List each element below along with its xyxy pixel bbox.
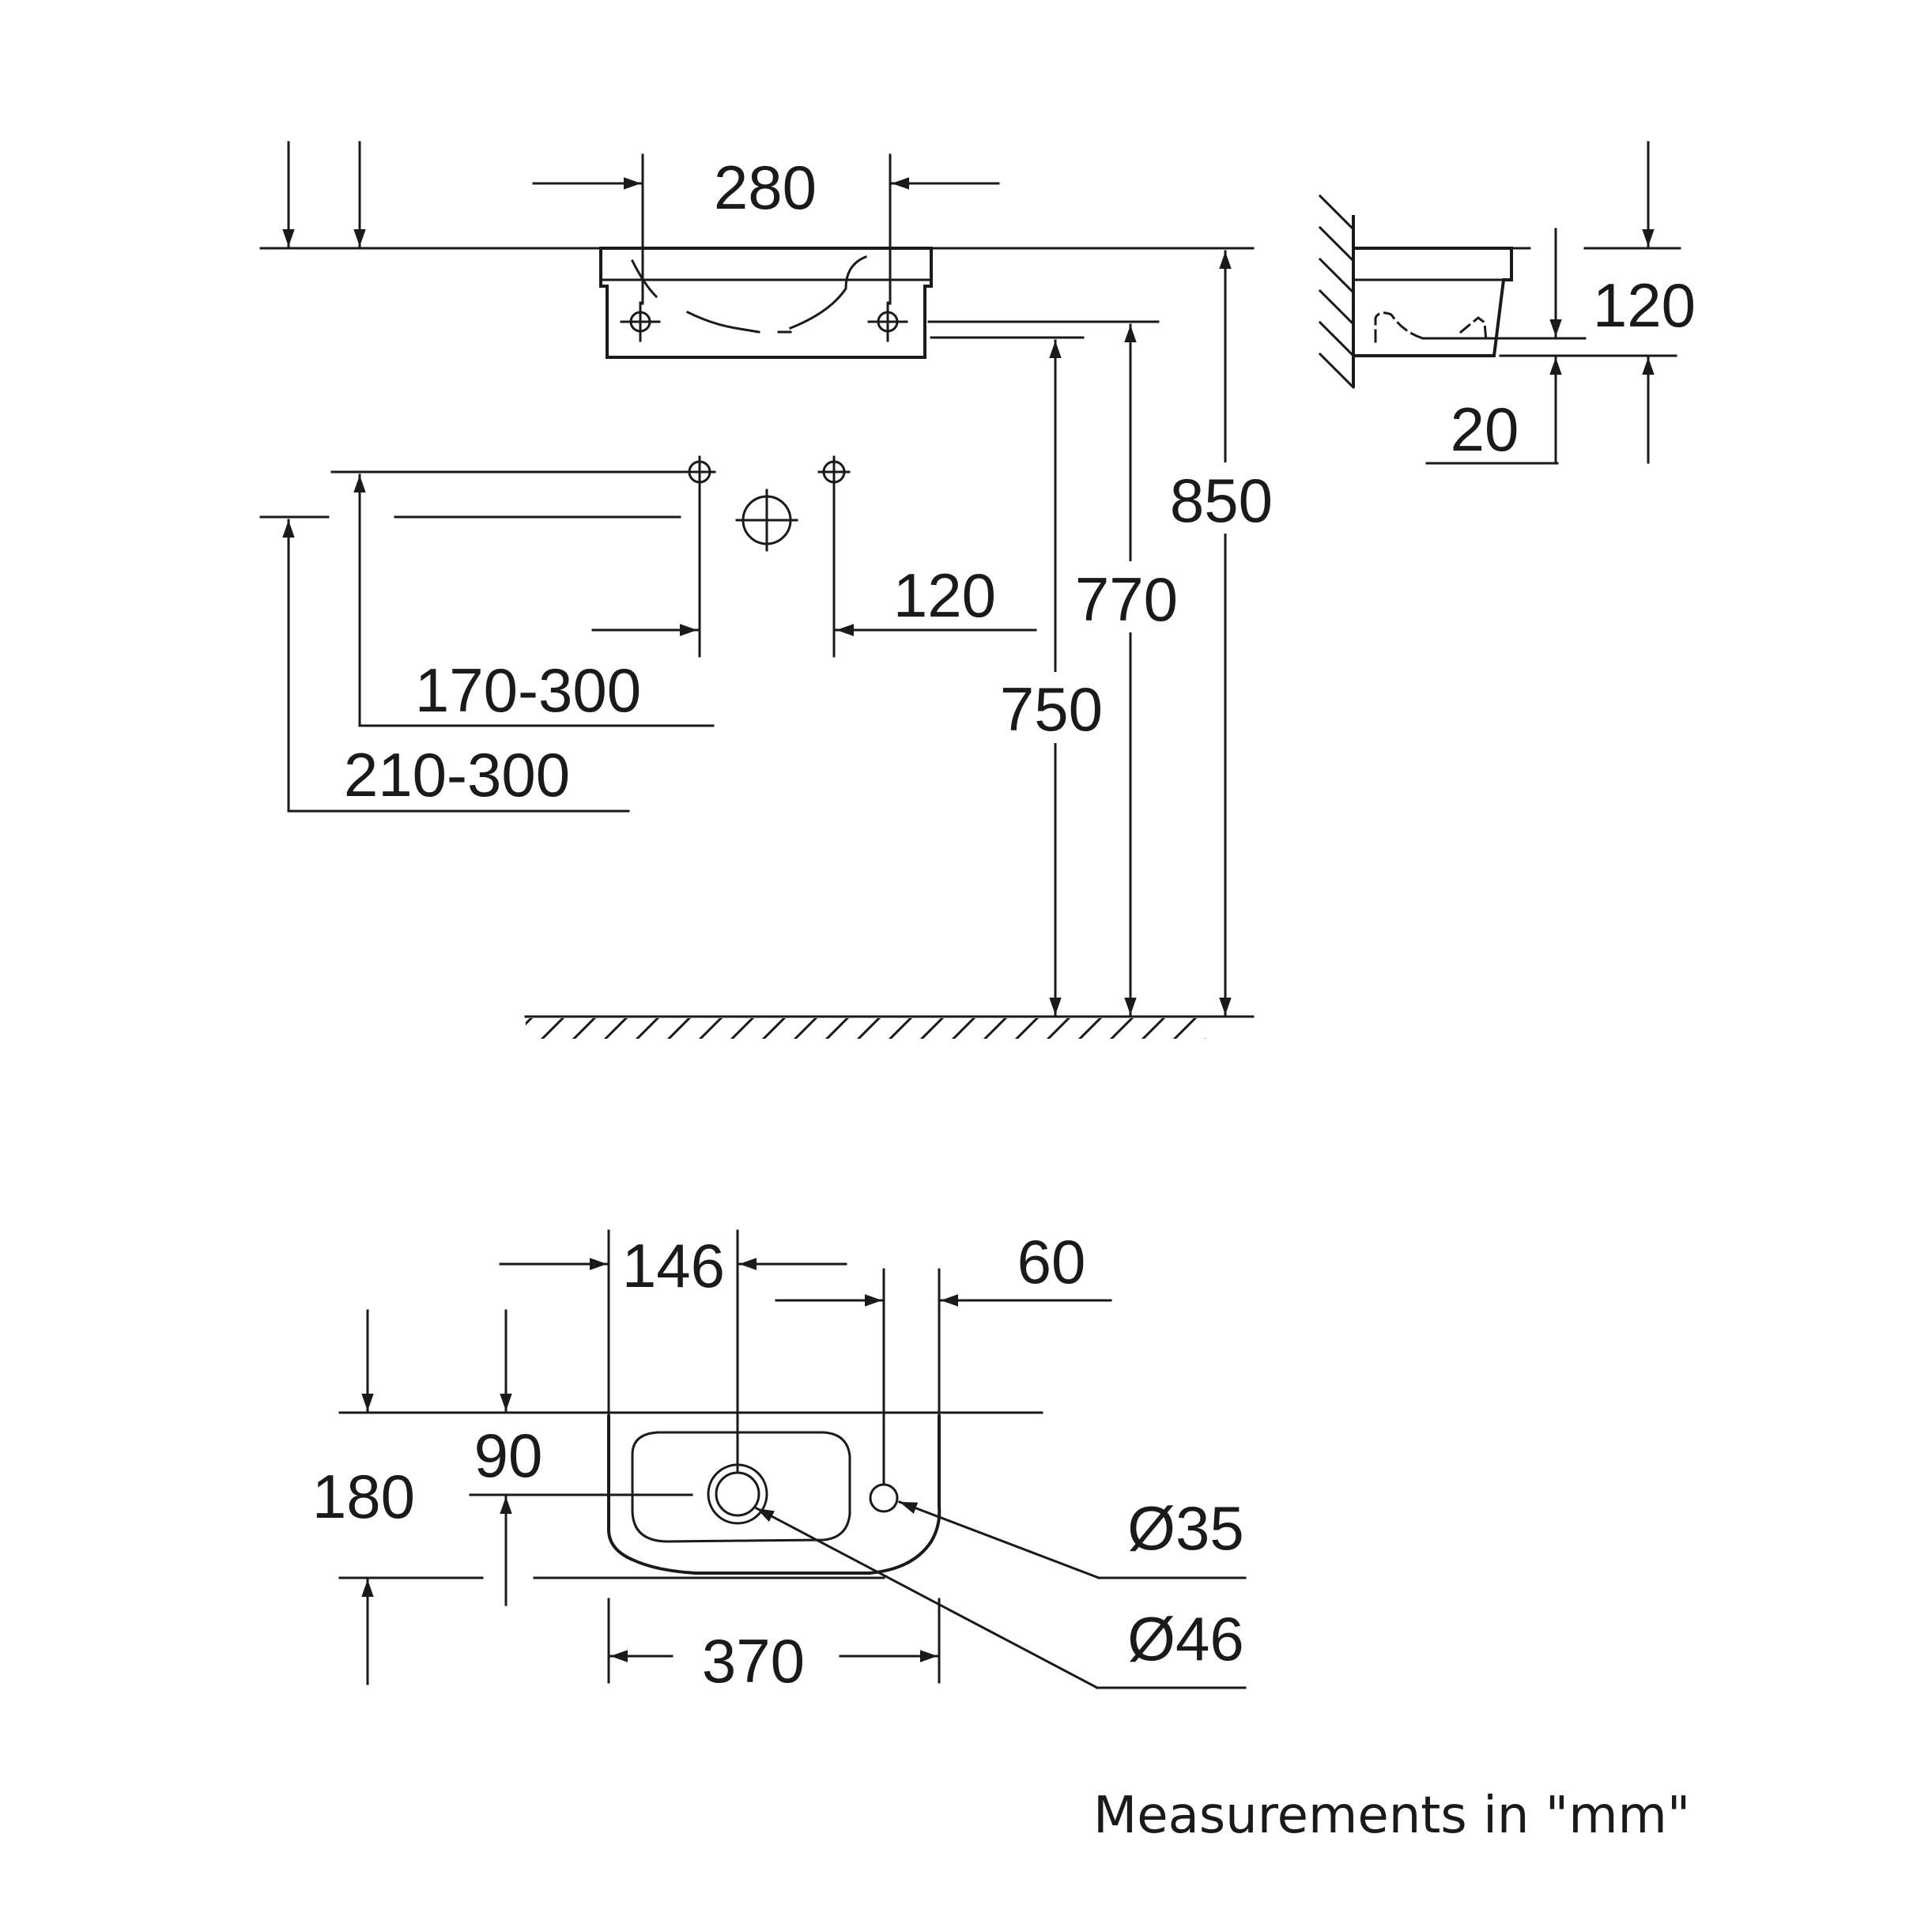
dim-overall-height: 850 xyxy=(1170,466,1273,535)
front-fixing-hole-left xyxy=(620,301,661,342)
tap-hole xyxy=(869,1483,899,1513)
side-view: 120 20 xyxy=(1318,141,1696,465)
dim-plan-tap-offset: 60 xyxy=(1017,1227,1086,1296)
dim-waste-diameter: Ø46 xyxy=(1127,1604,1243,1674)
units-note: Measurements in "mm" xyxy=(1093,1787,1690,1845)
dim-front-top-width: 280 xyxy=(714,153,817,222)
dim-rim-height: 770 xyxy=(1075,564,1178,634)
plan-view: 146 60 180 90 370 Ø35 Ø46 xyxy=(312,1227,1247,1696)
dim-plan-drain-depth: 90 xyxy=(474,1421,543,1490)
dim-supply-range-lower: 210-300 xyxy=(344,740,570,809)
dim-plan-width: 370 xyxy=(702,1626,805,1696)
basin-plan-outline xyxy=(607,1415,941,1575)
dim-supply-range-upper: 170-300 xyxy=(415,655,641,725)
basin-side-outline xyxy=(1355,247,1513,357)
dim-lower-height: 750 xyxy=(1000,674,1103,744)
dim-side-depth: 120 xyxy=(1593,270,1696,340)
dim-plan-drain-offset: 146 xyxy=(622,1231,725,1300)
supply-connection-right xyxy=(817,455,851,489)
wall-hatch xyxy=(1318,194,1356,390)
dim-tap-hole-offset: 120 xyxy=(893,560,996,630)
waste-connection xyxy=(735,489,798,552)
dim-tap-hole-diameter: Ø35 xyxy=(1127,1493,1243,1563)
dim-plan-depth: 180 xyxy=(312,1462,415,1531)
waste-hole xyxy=(707,1463,768,1525)
dim-side-offset: 20 xyxy=(1451,394,1519,464)
front-elevation: 280 850 770 750 xyxy=(259,141,1296,1039)
basin-front-outline xyxy=(599,247,933,359)
floor-hatch xyxy=(526,1018,1206,1039)
supply-connection-left xyxy=(683,455,716,489)
front-fixing-hole-right xyxy=(867,301,908,342)
basin-bowl-outline xyxy=(631,1431,851,1543)
